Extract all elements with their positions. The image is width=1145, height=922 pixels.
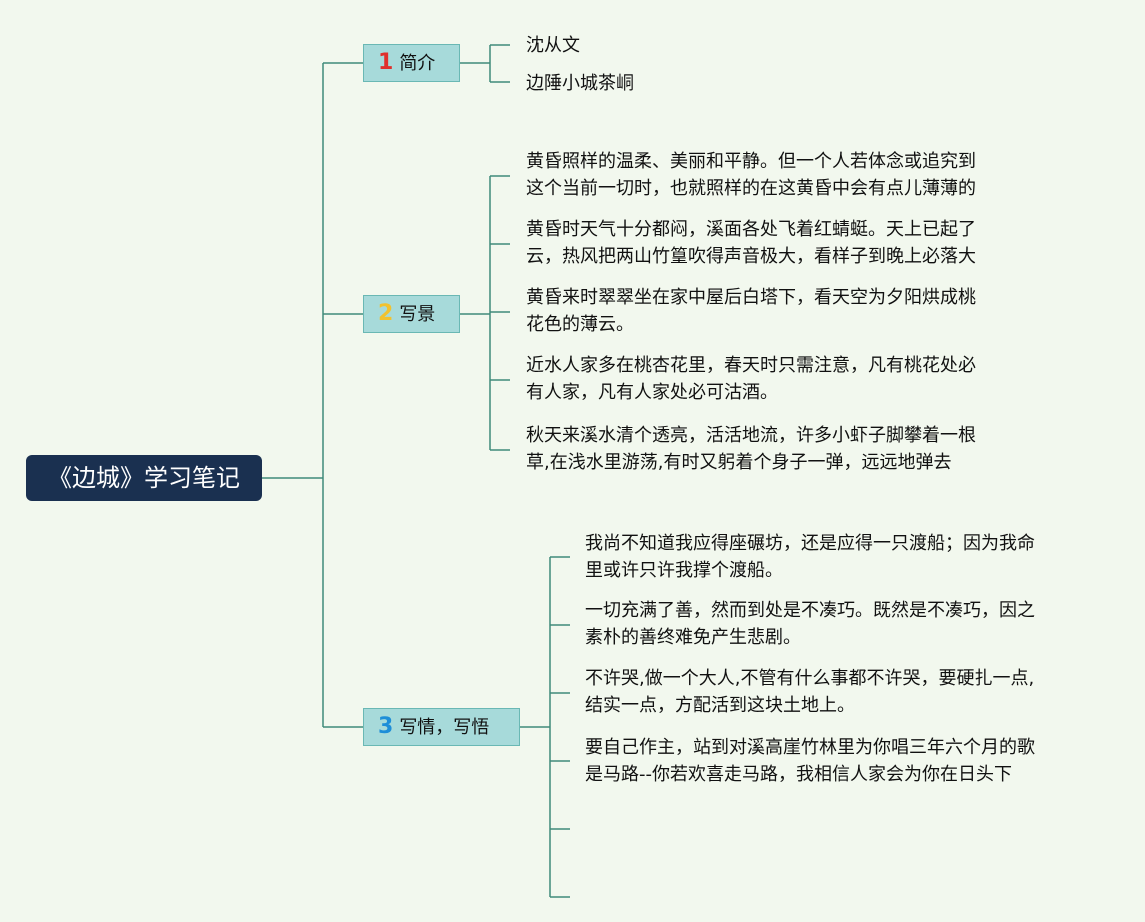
leaf-node[interactable]: 我尚不知道我应得座碾坊，还是应得一只渡船；因为我命 里或许只许我撑个渡船。 [585,530,1035,584]
leaf-text-line: 要自己作主，站到对溪高崖竹林里为你唱三年六个月的歌 [585,737,1035,758]
leaf-text-line: 近水人家多在桃杏花里，春天时只需注意，凡有桃花处必 [526,355,976,376]
branch-label: 简介 [399,53,436,74]
leaf-text-line: 黄昏来时翠翠坐在家中屋后白塔下，看天空为夕阳烘成桃 [526,287,976,308]
leaf-text-line: 这个当前一切时，也就照样的在这黄昏中会有点儿薄薄的 [526,178,976,199]
leaf-node[interactable]: 不许哭,做一个大人,不管有什么事都不许哭，要硬扎一点, 结实一点，方配活到这块土… [585,665,1034,719]
root-title: 《边城》学习笔记 [48,464,240,492]
leaf-text-line: 黄昏照样的温柔、美丽和平静。但一个人若体念或追究到 [526,151,976,172]
leaf-text-line: 黄昏时天气十分都闷，溪面各处飞着红蜻蜓。天上已起了 [526,219,976,240]
branch-number: 1 [378,50,394,75]
leaf-node[interactable]: 边陲小城茶峒 [526,70,634,97]
branch-label: 写景 [399,304,436,325]
branch-number: 3 [378,714,394,739]
branch-label: 写情，写悟 [399,717,490,738]
leaf-text-line: 素朴的善终难免产生悲剧。 [585,627,801,648]
leaf-text-line: 结实一点，方配活到这块土地上。 [585,695,855,716]
leaf-text-line: 有人家，凡有人家处必可沽酒。 [526,382,778,403]
leaf-node[interactable]: 一切充满了善，然而到处是不凑巧。既然是不凑巧，因之 素朴的善终难免产生悲剧。 [585,597,1035,651]
leaf-text-line: 沈从文 [526,35,580,56]
root-node[interactable]: 《边城》学习笔记 [26,455,262,501]
empty-leaf-node[interactable] [585,815,595,842]
leaf-node[interactable]: 黄昏来时翠翠坐在家中屋后白塔下，看天空为夕阳烘成桃 花色的薄云。 [526,284,976,338]
leaf-node[interactable]: 要自己作主，站到对溪高崖竹林里为你唱三年六个月的歌 是马路--你若欢喜走马路，我… [585,734,1035,788]
leaf-text-line: 云，热风把两山竹篁吹得声音极大，看样子到晚上必落大 [526,246,976,267]
empty-leaf-node[interactable] [585,883,595,910]
leaf-text-line: 花色的薄云。 [526,314,634,335]
leaf-text-line: 秋天来溪水清个透亮，活活地流，许多小虾子脚攀着一根 [526,425,976,446]
leaf-text-line: 我尚不知道我应得座碾坊，还是应得一只渡船；因为我命 [585,533,1035,554]
branch-number: 2 [378,301,394,326]
leaf-text-line: 是马路--你若欢喜走马路，我相信人家会为你在日头下 [585,764,1012,785]
leaf-text-line: 不许哭,做一个大人,不管有什么事都不许哭，要硬扎一点, [585,668,1035,689]
leaf-node[interactable]: 近水人家多在桃杏花里，春天时只需注意，凡有桃花处必 有人家，凡有人家处必可沽酒。 [526,352,976,406]
leaf-text-line: 里或许只许我撑个渡船。 [585,560,783,581]
leaf-node[interactable]: 黄昏时天气十分都闷，溪面各处飞着红蜻蜓。天上已起了 云，热风把两山竹篁吹得声音极… [526,216,976,270]
leaf-node[interactable]: 秋天来溪水清个透亮，活活地流，许多小虾子脚攀着一根 草,在浅水里游荡,有时又躬着… [526,422,976,476]
leaf-text-line: 一切充满了善，然而到处是不凑巧。既然是不凑巧，因之 [585,600,1035,621]
leaf-node[interactable]: 沈从文 [526,32,580,59]
leaf-node[interactable]: 黄昏照样的温柔、美丽和平静。但一个人若体念或追究到 这个当前一切时，也就照样的在… [526,148,976,202]
leaf-text-line: 草,在浅水里游荡,有时又躬着个身子一弹，远远地弹去 [526,452,952,473]
leaf-text-line: 边陲小城茶峒 [526,73,634,94]
